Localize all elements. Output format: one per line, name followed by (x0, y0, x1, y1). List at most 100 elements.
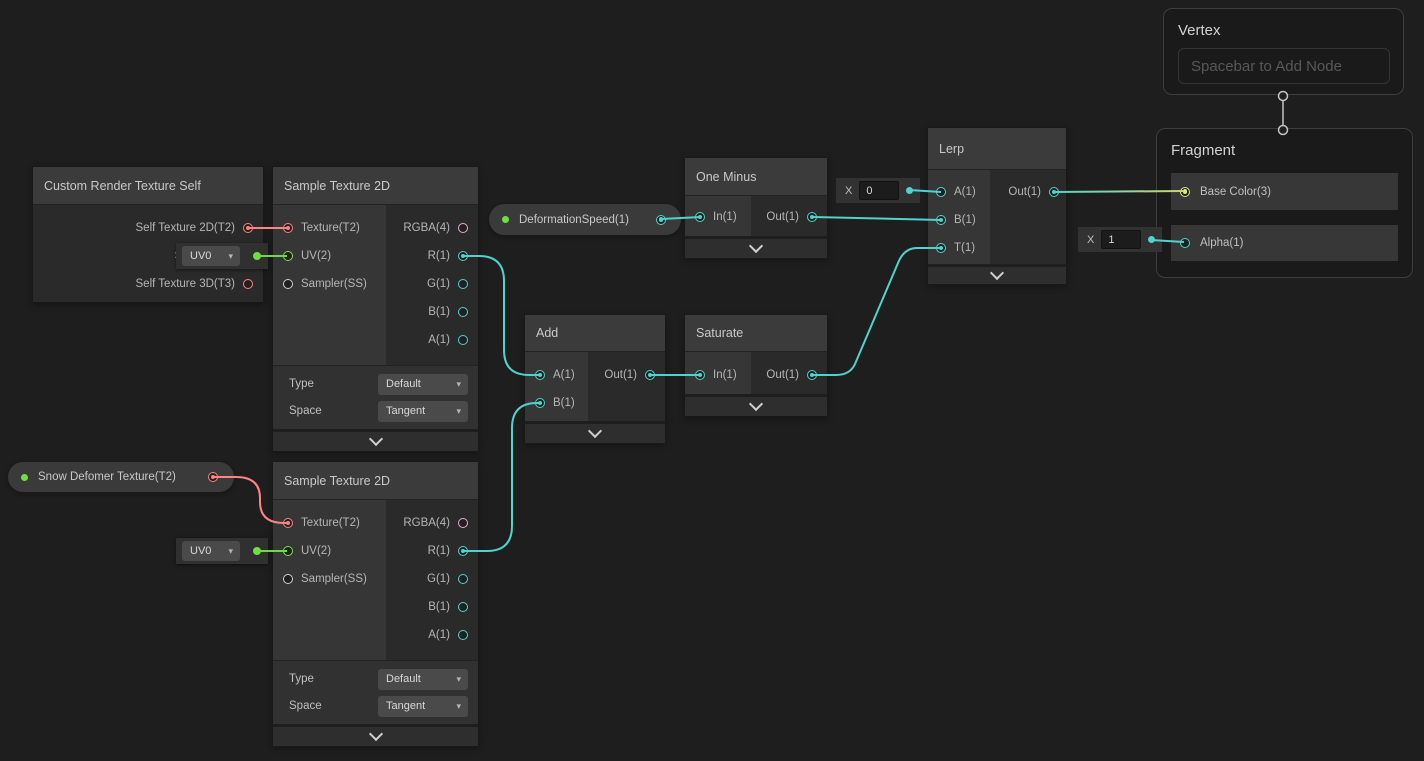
node-title: Saturate (696, 326, 744, 340)
node-title-bar[interactable]: One Minus (685, 158, 827, 196)
output-port-out[interactable] (1049, 187, 1059, 197)
port-row: Self Texture 3D(T3) (33, 270, 263, 298)
input-port-b[interactable] (535, 398, 545, 408)
output-port-texture[interactable] (208, 472, 218, 482)
node-add[interactable]: Add A(1) B(1) Out(1) (525, 315, 665, 443)
context-title: Vertex (1178, 22, 1221, 39)
port-label: B(1) (428, 601, 450, 613)
edge-oneminus-to-lerp-b[interactable] (812, 216, 942, 221)
output-port-a[interactable] (458, 335, 468, 345)
input-port-texture[interactable] (283, 518, 293, 528)
type-dropdown[interactable]: Default ▾ (378, 373, 468, 395)
node-lerp[interactable]: Lerp A(1) B(1) T(1) Out(1) (928, 128, 1066, 284)
input-port-base-color[interactable] (1180, 186, 1190, 197)
collapse-button[interactable] (273, 429, 478, 451)
dropdown-arrow-icon: ▾ (456, 405, 461, 416)
output-port-b[interactable] (458, 307, 468, 317)
add-node-hint: Spacebar to Add Node (1178, 48, 1390, 84)
output-port-r[interactable] (458, 251, 468, 261)
space-dropdown[interactable]: Tangent ▾ (378, 695, 468, 717)
output-port-a[interactable] (458, 630, 468, 640)
collapse-chevron-icon (587, 423, 603, 439)
collapse-button[interactable] (928, 264, 1066, 284)
block-base-color[interactable]: Base Color(3) (1171, 173, 1398, 210)
collapse-chevron-icon (748, 238, 764, 254)
setting-label: Space (289, 405, 322, 417)
port-label: Self Texture 2D(T2) (135, 222, 236, 234)
edge-saturate-to-lerp-t[interactable] (813, 247, 941, 376)
node-title-bar[interactable]: Sample Texture 2D (273, 167, 478, 205)
collapse-button[interactable] (685, 236, 827, 258)
input-port-in[interactable] (695, 212, 705, 222)
property-node-snow-deformer-texture[interactable]: Snow Defomer Texture(T2) (8, 462, 234, 492)
input-port-uv[interactable] (283, 546, 293, 556)
output-port-out[interactable] (807, 212, 817, 222)
collapse-button[interactable] (273, 724, 478, 746)
dropdown-value: Tangent (386, 700, 426, 712)
x-label: X (1087, 233, 1095, 246)
output-port-self-texture-3d[interactable] (243, 279, 253, 289)
port-label: Texture(T2) (301, 517, 360, 529)
node-title-bar[interactable]: Lerp (928, 128, 1066, 170)
port-label: G(1) (427, 278, 450, 290)
node-custom-render-texture-self[interactable]: Custom Render Texture Self Self Texture … (33, 167, 263, 302)
port-row: Texture(T2) (273, 509, 386, 537)
output-port-g[interactable] (458, 279, 468, 289)
port-label: A(1) (428, 334, 450, 346)
collapse-chevron-icon (989, 265, 1005, 281)
node-title-bar[interactable]: Add (525, 315, 665, 352)
output-port-r[interactable] (458, 546, 468, 556)
uv-channel-dropdown[interactable]: UV0 ▾ (182, 541, 240, 561)
output-port-b[interactable] (458, 602, 468, 612)
input-port-uv[interactable] (283, 251, 293, 261)
port-label: Sampler(SS) (301, 278, 367, 290)
input-port-sampler[interactable] (283, 574, 293, 584)
node-one-minus[interactable]: One Minus In(1) Out(1) (685, 158, 827, 258)
port-label: G(1) (427, 573, 450, 585)
type-dropdown[interactable]: Default ▾ (378, 668, 468, 690)
node-fragment-context[interactable]: Fragment Base Color(3) Alpha(1) (1156, 128, 1413, 278)
x-value-input[interactable]: 0 (859, 181, 899, 200)
input-port-alpha[interactable] (1180, 238, 1190, 248)
input-port-a[interactable] (535, 370, 545, 380)
output-port-value[interactable] (656, 214, 666, 225)
node-vertex-context[interactable]: Vertex Spacebar to Add Node (1163, 8, 1404, 95)
collapse-button[interactable] (685, 394, 827, 416)
port-label: T(1) (954, 242, 976, 254)
dropdown-arrow-icon: ▾ (228, 250, 233, 261)
output-port-self-texture-2d[interactable] (243, 223, 253, 233)
port-label: A(1) (954, 186, 976, 198)
node-title-bar[interactable]: Sample Texture 2D (273, 462, 478, 500)
output-port-rgba[interactable] (458, 518, 468, 528)
lerp-a-default-widget: X 0 (836, 178, 920, 203)
port-label: B(1) (428, 306, 450, 318)
x-value-input[interactable]: 1 (1101, 230, 1141, 249)
input-port-a[interactable] (936, 187, 946, 197)
node-sample-texture-2d-2[interactable]: Sample Texture 2D Texture(T2) UV(2) Samp… (273, 462, 478, 746)
port-label: RGBA(4) (403, 222, 450, 234)
uv-channel-dropdown[interactable]: UV0 ▾ (182, 246, 240, 266)
block-alpha[interactable]: Alpha(1) (1171, 225, 1398, 261)
port-label: Out(1) (604, 369, 637, 381)
node-title: Sample Texture 2D (284, 178, 391, 193)
input-port-in[interactable] (695, 370, 705, 380)
port-label: RGBA(4) (403, 517, 450, 529)
input-port-sampler[interactable] (283, 279, 293, 289)
port-row: UV(2) (273, 242, 386, 270)
input-port-b[interactable] (936, 215, 946, 225)
node-title-bar[interactable]: Saturate (685, 315, 827, 352)
node-title-bar[interactable]: Custom Render Texture Self (33, 167, 263, 205)
output-port-out[interactable] (645, 370, 655, 380)
input-port-texture[interactable] (283, 223, 293, 233)
output-port-g[interactable] (458, 574, 468, 584)
input-port-t[interactable] (936, 243, 946, 253)
node-sample-texture-2d-1[interactable]: Sample Texture 2D Texture(T2) UV(2) Samp… (273, 167, 478, 451)
output-port-out[interactable] (807, 370, 817, 380)
space-dropdown[interactable]: Tangent ▾ (378, 400, 468, 422)
port-row: Texture(T2) (273, 214, 386, 242)
output-port-rgba[interactable] (458, 223, 468, 233)
node-saturate[interactable]: Saturate In(1) Out(1) (685, 315, 827, 416)
property-node-deformation-speed[interactable]: DeformationSpeed(1) (489, 204, 681, 235)
collapse-button[interactable] (525, 421, 665, 443)
